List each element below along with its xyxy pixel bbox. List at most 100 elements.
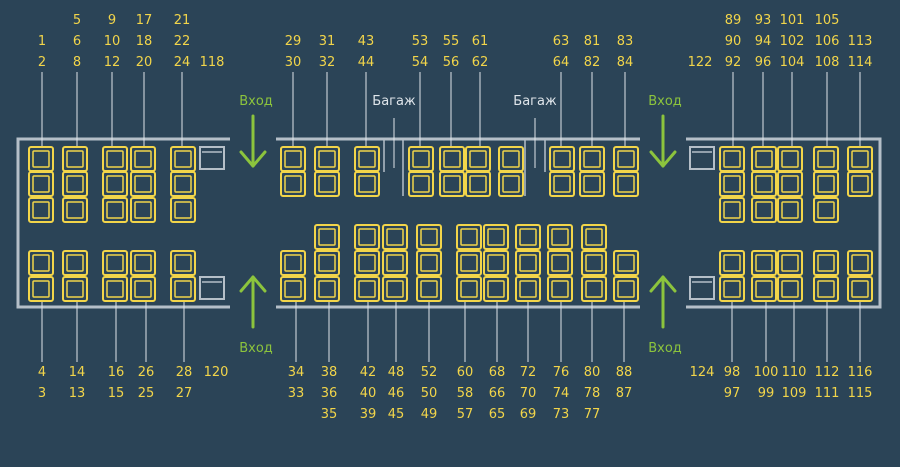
seat[interactable] xyxy=(130,250,156,276)
seat[interactable] xyxy=(280,171,306,197)
seat[interactable] xyxy=(170,250,196,276)
seat[interactable] xyxy=(280,146,306,172)
seat[interactable] xyxy=(465,171,491,197)
seat[interactable] xyxy=(547,224,573,250)
seat[interactable] xyxy=(813,276,839,302)
seat[interactable] xyxy=(581,224,607,250)
seat[interactable] xyxy=(354,146,380,172)
seat[interactable] xyxy=(314,250,340,276)
seat[interactable] xyxy=(483,224,509,250)
seat[interactable] xyxy=(62,171,88,197)
seat[interactable] xyxy=(28,146,54,172)
seat[interactable] xyxy=(102,276,128,302)
seat[interactable] xyxy=(613,276,639,302)
seat[interactable] xyxy=(613,146,639,172)
seat[interactable] xyxy=(102,171,128,197)
seat[interactable] xyxy=(280,250,306,276)
seat[interactable] xyxy=(813,171,839,197)
seat[interactable] xyxy=(130,276,156,302)
seat[interactable] xyxy=(382,224,408,250)
seat[interactable] xyxy=(439,146,465,172)
seat[interactable] xyxy=(719,146,745,172)
seat[interactable] xyxy=(314,224,340,250)
seat[interactable] xyxy=(170,197,196,223)
seat[interactable] xyxy=(28,250,54,276)
seat[interactable] xyxy=(354,224,380,250)
seat[interactable] xyxy=(354,250,380,276)
seat[interactable] xyxy=(314,171,340,197)
seat[interactable] xyxy=(547,250,573,276)
seat[interactable] xyxy=(719,250,745,276)
seat[interactable] xyxy=(549,171,575,197)
seat[interactable] xyxy=(170,276,196,302)
seat[interactable] xyxy=(439,171,465,197)
seat[interactable] xyxy=(777,197,803,223)
seat[interactable] xyxy=(170,171,196,197)
seat[interactable] xyxy=(102,250,128,276)
seat[interactable] xyxy=(456,250,482,276)
seat[interactable] xyxy=(130,146,156,172)
seat[interactable] xyxy=(354,276,380,302)
seat[interactable] xyxy=(777,146,803,172)
seat[interactable] xyxy=(408,146,434,172)
seat[interactable] xyxy=(579,146,605,172)
seat[interactable] xyxy=(456,276,482,302)
seat[interactable] xyxy=(62,146,88,172)
seat[interactable] xyxy=(751,276,777,302)
seat[interactable] xyxy=(416,224,442,250)
seat[interactable] xyxy=(547,276,573,302)
seat[interactable] xyxy=(751,197,777,223)
seat[interactable] xyxy=(28,276,54,302)
seat[interactable] xyxy=(62,197,88,223)
seat[interactable] xyxy=(515,276,541,302)
seat[interactable] xyxy=(28,197,54,223)
seat[interactable] xyxy=(579,171,605,197)
seat[interactable] xyxy=(416,276,442,302)
seat[interactable] xyxy=(719,276,745,302)
seat[interactable] xyxy=(102,197,128,223)
seat[interactable] xyxy=(498,146,524,172)
seat[interactable] xyxy=(549,146,575,172)
seat[interactable] xyxy=(515,224,541,250)
seat[interactable] xyxy=(751,250,777,276)
seat[interactable] xyxy=(62,250,88,276)
seat[interactable] xyxy=(813,197,839,223)
seat[interactable] xyxy=(751,146,777,172)
seat[interactable] xyxy=(280,276,306,302)
seat[interactable] xyxy=(847,171,873,197)
seat[interactable] xyxy=(777,250,803,276)
seat[interactable] xyxy=(408,171,434,197)
seat[interactable] xyxy=(483,276,509,302)
seat[interactable] xyxy=(751,171,777,197)
seat[interactable] xyxy=(777,171,803,197)
seat[interactable] xyxy=(354,171,380,197)
seat[interactable] xyxy=(28,171,54,197)
seat[interactable] xyxy=(465,146,491,172)
seat[interactable] xyxy=(777,276,803,302)
seat[interactable] xyxy=(314,276,340,302)
seat[interactable] xyxy=(314,146,340,172)
seat[interactable] xyxy=(130,197,156,223)
seat[interactable] xyxy=(456,224,482,250)
seat[interactable] xyxy=(581,250,607,276)
seat[interactable] xyxy=(483,250,509,276)
seat[interactable] xyxy=(62,276,88,302)
seat[interactable] xyxy=(102,146,128,172)
seat[interactable] xyxy=(719,171,745,197)
seat[interactable] xyxy=(613,250,639,276)
seat[interactable] xyxy=(130,171,156,197)
seat[interactable] xyxy=(813,146,839,172)
seat[interactable] xyxy=(847,276,873,302)
seat[interactable] xyxy=(813,250,839,276)
seat[interactable] xyxy=(847,250,873,276)
seat[interactable] xyxy=(581,276,607,302)
seat[interactable] xyxy=(382,276,408,302)
seat[interactable] xyxy=(613,171,639,197)
seat[interactable] xyxy=(847,146,873,172)
seat[interactable] xyxy=(719,197,745,223)
seat[interactable] xyxy=(498,171,524,197)
seat[interactable] xyxy=(515,250,541,276)
seat[interactable] xyxy=(170,146,196,172)
seat[interactable] xyxy=(382,250,408,276)
seat[interactable] xyxy=(416,250,442,276)
